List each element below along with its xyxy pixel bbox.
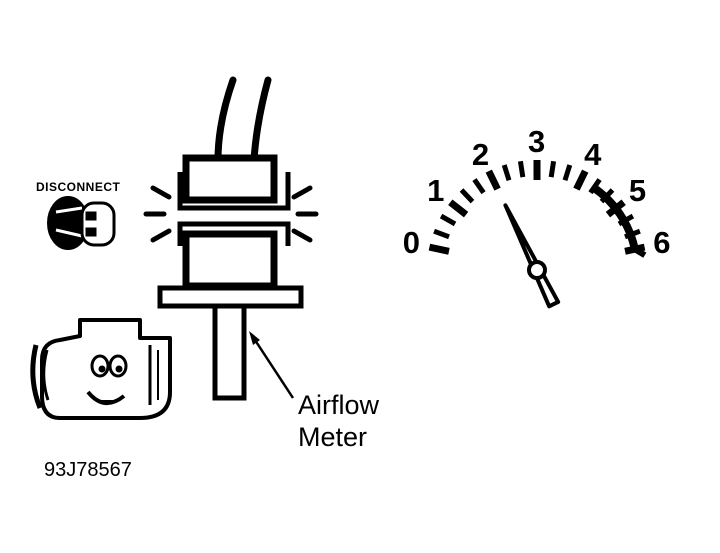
gauge-major-tick [573,169,589,191]
gauge-minor-tick [517,160,526,178]
gauge-needle-pointer [503,203,561,309]
gauge-minor-tick [439,213,457,227]
gauge-minor-tick [433,228,450,240]
gauge-number-6: 6 [653,225,671,261]
gauge-minor-tick [501,164,512,182]
gauge-major-tick [448,199,469,218]
upper-connector-half [177,154,291,211]
leader-arrow [249,331,295,399]
gauge-band-end [633,246,647,258]
gauge [428,160,647,309]
gauge-minor-tick [548,160,557,178]
disconnect-motion-lines [143,185,319,243]
gauge-band-arc [590,183,639,251]
gauge-minor-tick [459,188,475,204]
gauge-minor-tick [562,164,573,182]
connector-cable [214,76,272,164]
gauge-major-tick [485,169,501,191]
gauge-major-tick [428,243,450,255]
gauge-needle [503,203,561,309]
engine-face-icon [30,318,172,420]
gauge-high-range-band [590,183,647,258]
gauge-minor-tick [472,178,486,195]
lower-connector-half [177,221,291,290]
gauge-number-5: 5 [628,173,647,209]
gauge-needle-hub [527,260,547,280]
component-label-line1: Airflow [298,390,380,420]
component-label-line2: Meter [298,422,368,452]
airflow-meter-body [157,285,304,401]
disconnect-connector-icon [47,196,116,250]
gauge-number-1: 1 [427,173,445,209]
disconnect-label: DISCONNECT [36,180,121,194]
gauge-number-3: 3 [528,124,546,159]
gauge-number-2: 2 [471,136,490,172]
gauge-number-0: 0 [402,225,421,261]
figure-id: 93J78567 [44,459,132,481]
gauge-number-4: 4 [584,136,602,172]
